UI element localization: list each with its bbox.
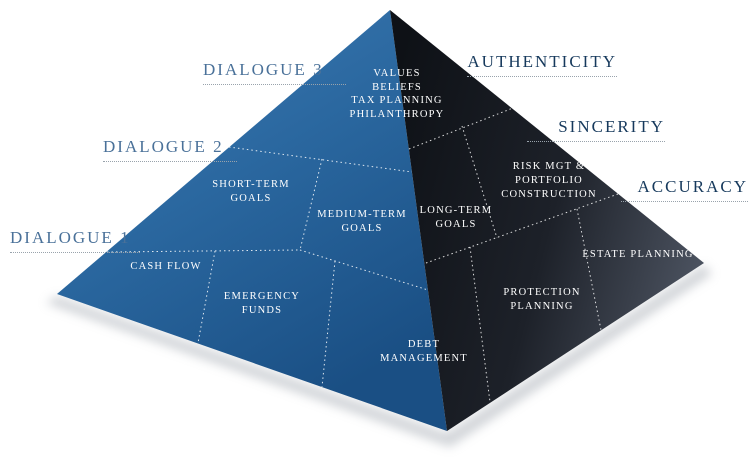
dialogue-1-text: DIALOGUE 1 bbox=[10, 228, 131, 247]
section-values-beliefs: VALUES BELIEFS TAX PLANNING PHILANTHROPY bbox=[349, 68, 445, 120]
pyramid-shadow bbox=[46, 265, 712, 447]
accuracy-leader-line bbox=[621, 201, 748, 202]
section-emergency-funds: EMERGENCY FUNDS bbox=[223, 291, 301, 316]
section-cash-flow: CASH FLOW bbox=[130, 261, 202, 272]
accuracy-label: ACCURACY bbox=[621, 177, 748, 202]
section-medium-term-goals: MEDIUM-TERM GOALS bbox=[317, 209, 407, 234]
section-short-term-goals: SHORT-TERM GOALS bbox=[212, 179, 290, 204]
pyramid-left-face bbox=[57, 10, 447, 431]
sincerity-text: SINCERITY bbox=[558, 117, 665, 136]
divider-emergency-debt bbox=[321, 260, 336, 388]
section-protection-planning: PROTECTION PLANNING bbox=[503, 287, 581, 312]
pyramid-right-face bbox=[390, 10, 704, 431]
section-long-term-goals: LONG-TERM GOALS bbox=[419, 205, 493, 230]
dialogue-3-label: DIALOGUE 3 bbox=[203, 60, 346, 85]
dialogue-1-label: DIALOGUE 1 bbox=[10, 228, 140, 253]
dialogue-2-leader-line bbox=[103, 161, 237, 162]
authenticity-leader-line bbox=[467, 76, 617, 77]
divider-long-risk bbox=[461, 125, 498, 239]
authenticity-label: AUTHENTICITY bbox=[467, 52, 617, 77]
dialogue-3-leader-line bbox=[203, 84, 346, 85]
sincerity-label: SINCERITY bbox=[527, 117, 665, 142]
dialogue-2-label: DIALOGUE 2 bbox=[103, 137, 237, 162]
divider-dark-top-tier bbox=[408, 107, 514, 150]
section-risk-mgt-portfolio: RISK MGT & PORTFOLIO CONSTRUCTION bbox=[501, 161, 597, 200]
divider-cash-emergency bbox=[197, 250, 216, 344]
dialogue-3-text: DIALOGUE 3 bbox=[203, 60, 324, 79]
accuracy-text: ACCURACY bbox=[637, 177, 748, 196]
section-debt-management: DEBT MANAGEMENT bbox=[380, 339, 468, 364]
divider-short-cash bbox=[106, 249, 301, 253]
sincerity-leader-line bbox=[527, 141, 665, 142]
divider-values-bottom bbox=[228, 146, 413, 173]
authenticity-text: AUTHENTICITY bbox=[467, 52, 617, 71]
dialogue-2-text: DIALOGUE 2 bbox=[103, 137, 224, 156]
dialogue-1-leader-line bbox=[10, 252, 140, 253]
section-estate-planning: ESTATE PLANNING bbox=[582, 249, 694, 260]
